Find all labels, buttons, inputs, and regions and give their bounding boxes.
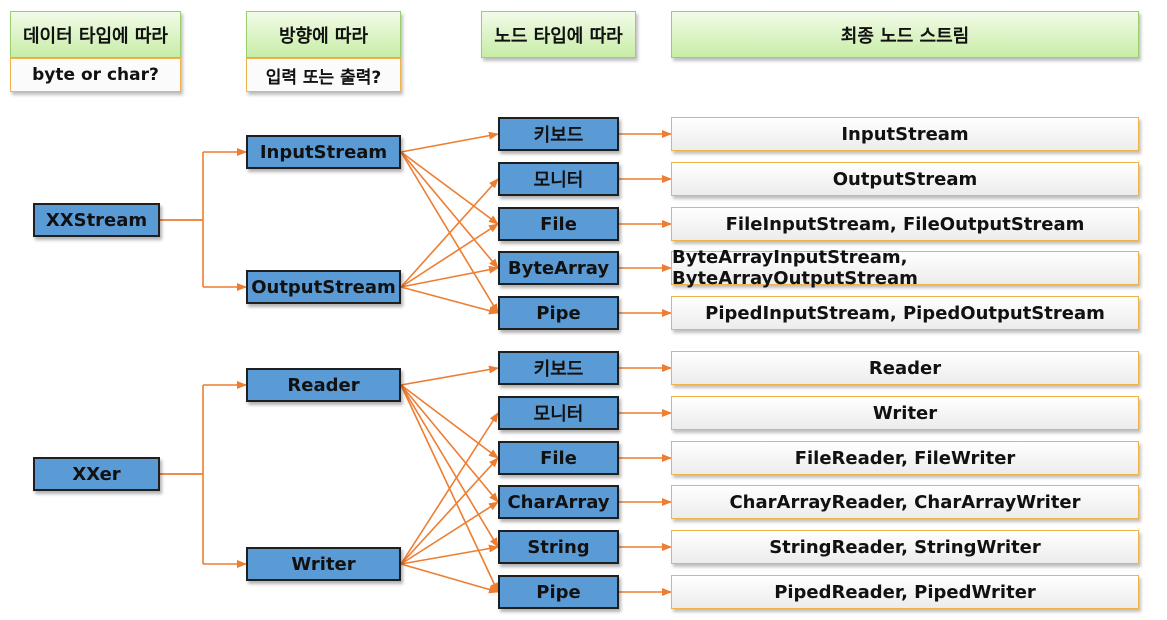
char-node-chararray: CharArray bbox=[498, 485, 619, 519]
char-result-reader: Reader bbox=[671, 351, 1139, 385]
byte-result-inputstream: InputStream bbox=[671, 117, 1139, 151]
char-node-string: String bbox=[498, 530, 619, 564]
arrow-reader-node-3 bbox=[400, 384, 499, 503]
arrow-writer-node-2 bbox=[400, 457, 499, 565]
char-result-file: FileReader, FileWriter bbox=[671, 441, 1139, 475]
arrow-reader-node-0 bbox=[400, 365, 499, 386]
char-result-chararray: CharArrayReader, CharArrayWriter bbox=[671, 485, 1139, 519]
byte-node-file: File bbox=[498, 207, 619, 241]
char-node-file: File bbox=[498, 441, 619, 475]
arrow-outputstream-node-3 bbox=[400, 265, 499, 288]
header-data-type-sub: byte or char? bbox=[10, 58, 181, 92]
arrow-inputstream-node-0 bbox=[400, 131, 499, 153]
byte-result-outputstream: OutputStream bbox=[671, 162, 1139, 196]
arrow-writer-node-1 bbox=[400, 412, 499, 565]
char-node-monitor: 모니터 bbox=[498, 396, 619, 430]
outputstream-box: OutputStream bbox=[246, 270, 401, 304]
inputstream-box: InputStream bbox=[246, 135, 401, 169]
byte-result-bytearray: ByteArrayInputStream, ByteArrayOutputStr… bbox=[671, 247, 1139, 289]
header-data-type: 데이터 타입에 따라 bbox=[10, 11, 181, 58]
header-node-type: 노드 타입에 따라 bbox=[481, 11, 636, 58]
arrow-reader-node-4 bbox=[400, 384, 499, 548]
writer-box: Writer bbox=[246, 547, 401, 581]
byte-node-pipe: Pipe bbox=[498, 296, 619, 330]
arrow-outputstream-node-4 bbox=[400, 286, 499, 315]
char-result-pipe: PipedReader, PipedWriter bbox=[671, 575, 1139, 609]
arrow-outputstream-node-1 bbox=[400, 178, 499, 288]
arrow-inputstream-node-2 bbox=[400, 151, 499, 225]
arrow-outputstream-node-2 bbox=[400, 223, 499, 288]
header-direction-sub: 입력 또는 출력? bbox=[246, 58, 401, 92]
reader-box: Reader bbox=[246, 368, 401, 402]
char-node-keyboard: 키보드 bbox=[498, 351, 619, 385]
arrow-writer-node-4 bbox=[400, 544, 499, 565]
arrow-writer-node-5 bbox=[400, 563, 499, 594]
char-result-writer: Writer bbox=[671, 396, 1139, 430]
char-node-pipe: Pipe bbox=[498, 575, 619, 609]
arrow-writer-node-3 bbox=[400, 501, 499, 565]
char-result-string: StringReader, StringWriter bbox=[671, 530, 1139, 564]
byte-result-pipe: PipedInputStream, PipedOutputStream bbox=[671, 296, 1139, 330]
header-direction: 방향에 따라 bbox=[246, 11, 401, 58]
root-xxstream: XXStream bbox=[33, 203, 160, 237]
root-xxer: XXer bbox=[33, 457, 160, 491]
byte-result-file: FileInputStream, FileOutputStream bbox=[671, 207, 1139, 241]
byte-node-monitor: 모니터 bbox=[498, 162, 619, 196]
arrow-inputstream-node-3 bbox=[400, 151, 499, 269]
byte-node-bytearray: ByteArray bbox=[498, 251, 619, 285]
arrow-reader-node-2 bbox=[400, 384, 499, 459]
byte-node-keyboard: 키보드 bbox=[498, 117, 619, 151]
header-final-stream: 최종 노드 스트림 bbox=[671, 11, 1139, 58]
